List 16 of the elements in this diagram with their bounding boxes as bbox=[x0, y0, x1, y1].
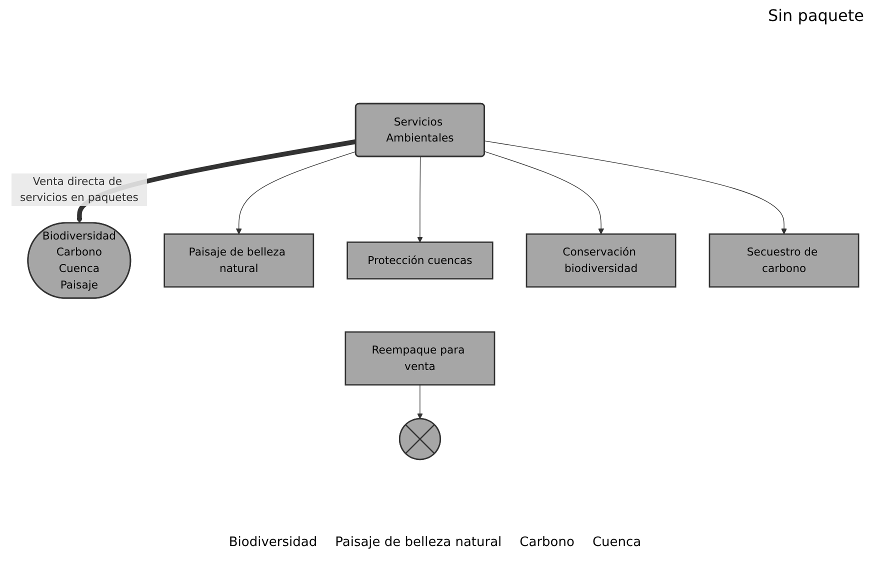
arrow bbox=[236, 151, 356, 234]
arrow bbox=[417, 384, 423, 419]
arrow bbox=[484, 151, 604, 234]
node-box: Secuestro de carbono bbox=[708, 233, 860, 288]
node-box: Reempaque para venta bbox=[344, 331, 496, 386]
edge-label: Venta directa de servicios en paquetes bbox=[20, 174, 138, 204]
node-box: Paisaje de belleza natural bbox=[164, 233, 314, 288]
direction-label: Paisaje de belleza natural bbox=[335, 535, 502, 552]
direction-label: Biodiversidad bbox=[228, 535, 318, 552]
arrow bbox=[417, 156, 423, 242]
direction-label: Cuenca bbox=[592, 535, 642, 552]
node-box: Protección cuencas bbox=[346, 242, 494, 280]
direction-label: Carbono bbox=[520, 535, 574, 552]
arrow bbox=[484, 140, 788, 234]
note-label: Sin paquete bbox=[768, 6, 864, 27]
node-box: Conservación biodiversidad bbox=[526, 233, 676, 288]
